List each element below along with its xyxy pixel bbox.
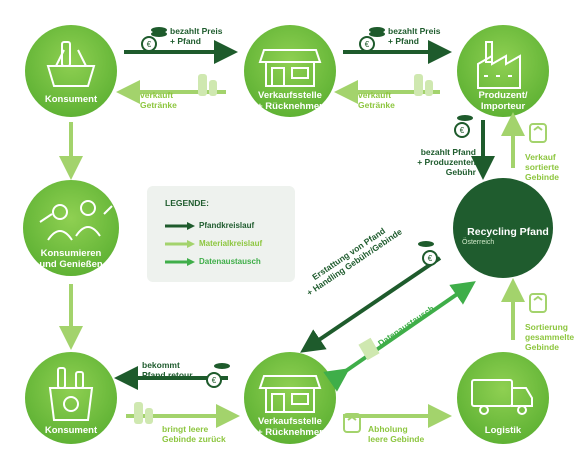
legend-title: LEGENDE: — [165, 198, 209, 208]
dark-arrow-icon — [165, 222, 195, 230]
people-drinking-icon — [39, 200, 113, 241]
legend-label: Datenaustausch — [199, 257, 261, 266]
label-bezahlt-preis-pfand: bezahlt Preis + Pfand — [388, 26, 441, 46]
recycle-mark-icon — [529, 293, 547, 313]
bottles-icon — [414, 74, 433, 96]
node-konsumieren — [23, 180, 119, 276]
label-sortierung-gesammelte-gebinde: Sortierung gesammelte Gebinde — [525, 322, 575, 352]
shop-icon — [258, 49, 322, 87]
factory-icon — [477, 41, 521, 89]
coin-stack-icon: € — [359, 27, 385, 52]
recycling-pfand-title: Recycling Pfand — [467, 226, 549, 238]
legend-label: Materialkreislauf — [199, 239, 263, 248]
document-icon — [358, 337, 380, 361]
shop-icon — [258, 375, 322, 413]
recycle-mark-icon — [343, 413, 361, 433]
label-abholung-leere-gebinde: Abholung leere Gebinde — [368, 424, 425, 444]
truck-icon — [471, 379, 533, 415]
label-bezahlt-pfand-gebuehr: bezahlt Pfand + Produzenten Gebühr — [417, 147, 476, 177]
node-verkaufsstelle-top — [244, 25, 336, 117]
label-verkauft-getraenke: verkauft Getränke — [358, 90, 395, 110]
bottles-icon — [134, 402, 153, 424]
coin-stack-icon: € — [418, 241, 438, 266]
coin-stack-icon: € — [454, 115, 473, 138]
svg-text:€: € — [428, 254, 433, 263]
label-verkauft-getraenke: verkauft Getränke — [140, 90, 177, 110]
basket-icon — [46, 41, 96, 87]
legend-label: Pfandkreislauf — [199, 221, 255, 230]
label-bezahlt-preis-pfand: bezahlt Preis + Pfand — [170, 26, 223, 46]
legend: LEGENDE: Pfandkreislauf Materialkreislau… — [147, 186, 295, 282]
bottles-icon — [198, 74, 217, 96]
label-verkauf-sortierte-gebinde: Verkauf sortierte Gebinde — [525, 152, 560, 182]
recycling-pfand-subtitle: Österreich — [462, 239, 495, 246]
recycle-bin-icon — [48, 367, 94, 421]
node-recycling-pfand — [453, 178, 553, 278]
svg-text:€: € — [460, 126, 465, 135]
node-label-konsumieren: Konsumieren und Genießen — [39, 248, 103, 270]
light-arrow-icon — [165, 240, 195, 248]
node-label-konsument-top: Konsument — [44, 94, 98, 105]
label-bekommt-pfand-retour: bekommt Pfand retour — [142, 360, 193, 380]
node-konsument-top — [25, 25, 117, 117]
coin-stack-icon: € — [206, 363, 230, 388]
svg-text:€: € — [147, 40, 152, 49]
label-bringt-leere-gebinde: bringt leere Gebinde zurück — [162, 424, 226, 444]
node-label-produzent: Produzent/ Importeur — [478, 90, 528, 112]
recycle-mark-icon — [529, 123, 547, 143]
coin-stack-icon: € — [141, 27, 167, 52]
node-label-verkaufsstelle-top: Verkaufsstelle + Rücknehmer — [257, 90, 323, 112]
mid-arrow-icon — [165, 258, 195, 266]
node-label-logistik: Logistik — [484, 425, 522, 436]
svg-text:€: € — [212, 376, 217, 385]
node-label-verkaufsstelle-bottom: Verkaufsstelle + Rücknehmer — [257, 416, 323, 438]
node-label-konsument-bottom: Konsument — [44, 425, 98, 436]
svg-text:€: € — [365, 40, 370, 49]
node-produzent — [457, 25, 549, 117]
node-logistik — [457, 352, 549, 444]
